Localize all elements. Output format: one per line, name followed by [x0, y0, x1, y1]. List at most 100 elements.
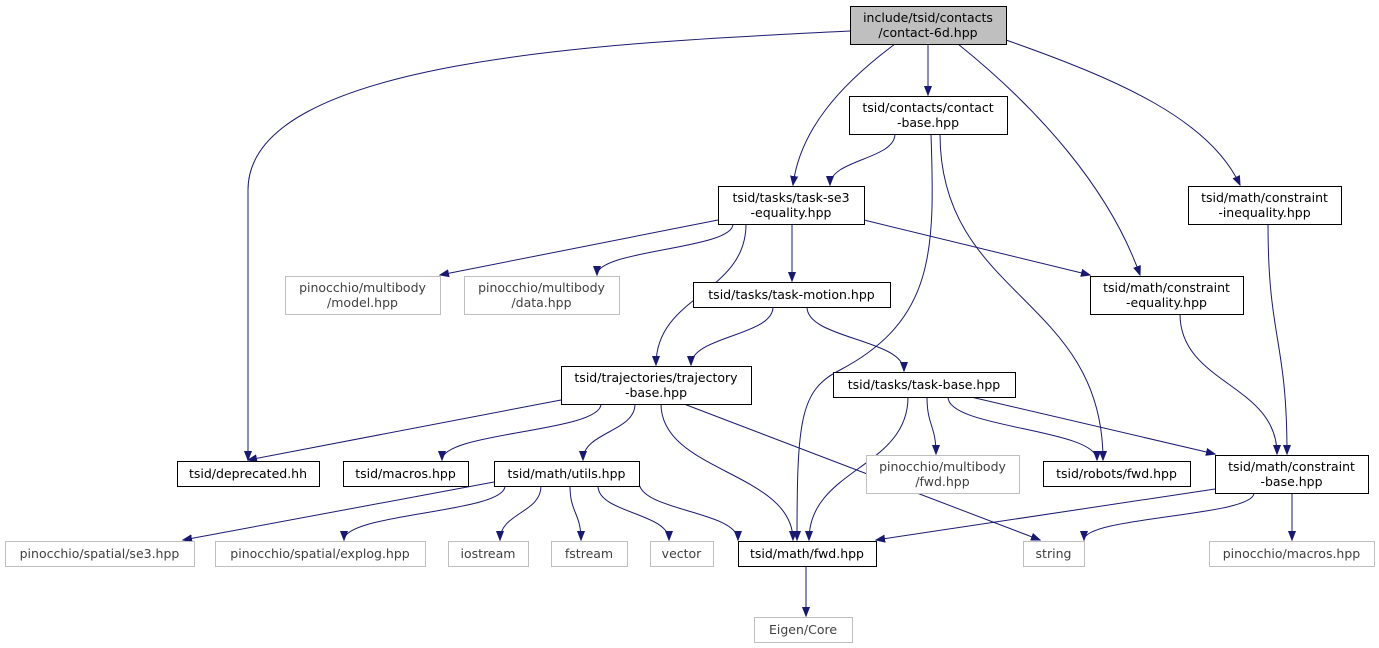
- node-label-line: tsid/math/constraint: [1228, 459, 1355, 474]
- node-root[interactable]: include/tsid/contacts/contact-6d.hpp: [850, 6, 1007, 45]
- edge-task_se3-to-pin_model: [440, 219, 719, 275]
- edge-task_base-to-pin_fwd: [926, 396, 936, 454]
- node-label-line: pinocchio/multibody: [879, 459, 1006, 474]
- node-box: [551, 541, 628, 567]
- edge-root-to-deprecated: [248, 30, 851, 460]
- edge-root-to-constraint_ineq: [1005, 39, 1240, 185]
- node-label-line: pinocchio/spatial/explog.hpp: [230, 546, 409, 561]
- node-label-line: tsid/tasks/task-base.hpp: [848, 377, 1001, 392]
- node-traj-base[interactable]: tsid/trajectories/trajectory-base.hpp: [561, 366, 752, 405]
- node-box: [738, 541, 877, 567]
- nodes-layer: include/tsid/contacts/contact-6d.hpp tsid…: [5, 6, 1375, 643]
- edge-task_se3-to-constraint_eq: [863, 219, 1090, 275]
- edge-utils-to-iostream: [500, 485, 542, 540]
- node-label-line: tsid/tasks/task-se3: [732, 190, 849, 205]
- node-label-line: -equality.hpp: [1126, 295, 1207, 310]
- node-box: [1188, 186, 1342, 225]
- edge-utils-to-pin_explog: [344, 485, 506, 540]
- node-contact-base[interactable]: tsid/contacts/contact-base.hpp: [849, 96, 1008, 135]
- node-box: [754, 617, 853, 643]
- node-constraint-eq[interactable]: tsid/math/constraint-equality.hpp: [1090, 276, 1244, 315]
- edge-contact_base-to-task_se3: [830, 133, 896, 185]
- node-label-line: -equality.hpp: [751, 205, 832, 220]
- node-label-line: tsid/deprecated.hh: [189, 466, 307, 481]
- node-box: [464, 276, 620, 315]
- node-label-line: pinocchio/macros.hpp: [1223, 546, 1361, 561]
- node-math-fwd[interactable]: tsid/math/fwd.hpp: [738, 541, 877, 567]
- node-label-line: include/tsid/contacts: [863, 10, 993, 25]
- node-vector: vector: [650, 541, 714, 567]
- edge-utils-to-fstream: [569, 485, 581, 540]
- node-constraint-ineq[interactable]: tsid/math/constraint-inequality.hpp: [1188, 186, 1342, 225]
- edge-utils-to-vector: [597, 485, 669, 540]
- node-label-line: pinocchio/multibody: [478, 280, 605, 295]
- edge-constraint_ineq-to-constraint_base: [1267, 223, 1287, 454]
- node-task-se3[interactable]: tsid/tasks/task-se3-equality.hpp: [718, 186, 865, 225]
- edge-traj_base-to-string: [683, 403, 1040, 540]
- edges-layer: [183, 30, 1292, 616]
- node-label-line: pinocchio/multibody: [299, 280, 426, 295]
- node-label-line: /fwd.hpp: [915, 474, 969, 489]
- node-label-line: -base.hpp: [625, 385, 687, 400]
- node-label-line: vector: [662, 546, 703, 561]
- edge-constraint_base-to-string: [1084, 492, 1255, 540]
- node-label-line: tsid/contacts/contact: [862, 100, 993, 115]
- node-utils[interactable]: tsid/math/utils.hpp: [494, 461, 640, 487]
- node-box: [561, 366, 752, 405]
- node-label-line: tsid/math/fwd.hpp: [750, 546, 864, 561]
- node-box: [718, 186, 865, 225]
- node-box: [285, 276, 441, 315]
- node-eigen-core: Eigen/Core: [754, 617, 853, 643]
- edge-traj_base-to-deprecated: [248, 399, 562, 460]
- node-label-line: tsid/tasks/task-motion.hpp: [708, 287, 874, 302]
- node-label-line: tsid/math/constraint: [1201, 190, 1328, 205]
- node-robots-fwd[interactable]: tsid/robots/fwd.hpp: [1043, 461, 1191, 487]
- node-task-motion[interactable]: tsid/tasks/task-motion.hpp: [693, 282, 891, 308]
- node-label-line: Eigen/Core: [769, 622, 837, 637]
- node-label-line: -base.hpp: [1260, 474, 1322, 489]
- node-pin-fwd: pinocchio/multibody/fwd.hpp: [866, 455, 1020, 494]
- edge-task_se3-to-pin_data: [597, 223, 734, 275]
- node-label-line: tsid/robots/fwd.hpp: [1056, 466, 1177, 481]
- node-label-line: /model.hpp: [327, 295, 398, 310]
- node-label-line: pinocchio/spatial/se3.hpp: [20, 546, 180, 561]
- node-string: string: [1023, 541, 1085, 567]
- node-label-line: /contact-6d.hpp: [878, 25, 977, 40]
- edge-root-to-constraint_eq: [957, 43, 1140, 275]
- node-label-line: tsid/math/utils.hpp: [508, 466, 626, 481]
- node-constraint-base[interactable]: tsid/math/constraint-base.hpp: [1215, 455, 1369, 494]
- node-label-line: -base.hpp: [897, 115, 959, 130]
- node-deprecated[interactable]: tsid/deprecated.hh: [177, 461, 320, 487]
- edge-task_base-to-math_fwd: [809, 396, 909, 540]
- node-box: [1209, 541, 1375, 567]
- edge-traj_base-to-utils: [583, 403, 636, 460]
- node-pin-macros: pinocchio/macros.hpp: [1209, 541, 1375, 567]
- edge-task_base-to-constraint_base: [970, 396, 1215, 454]
- node-label-line: iostream: [461, 546, 516, 561]
- node-box: [1215, 455, 1369, 494]
- edge-traj_base-to-math_fwd: [660, 403, 793, 540]
- edge-task_motion-to-traj_base: [691, 306, 774, 365]
- node-label-line: tsid/macros.hpp: [355, 466, 456, 481]
- node-label-line: fstream: [565, 546, 613, 561]
- node-box: [343, 461, 469, 487]
- node-macros[interactable]: tsid/macros.hpp: [343, 461, 469, 487]
- node-box: [849, 96, 1008, 135]
- node-box: [1090, 276, 1244, 315]
- node-box: [1043, 461, 1191, 487]
- edge-contact_base-to-robots_fwd: [939, 133, 1103, 460]
- node-label-line: /data.hpp: [511, 295, 571, 310]
- node-task-base[interactable]: tsid/tasks/task-base.hpp: [833, 372, 1016, 398]
- node-pin-data: pinocchio/multibody/data.hpp: [464, 276, 620, 315]
- node-pin-model: pinocchio/multibody/model.hpp: [285, 276, 441, 315]
- node-box: [650, 541, 714, 567]
- node-box: [5, 541, 195, 567]
- node-box: [693, 282, 891, 308]
- node-box: [494, 461, 640, 487]
- node-box: [1023, 541, 1085, 567]
- edge-constraint_base-to-math_fwd: [876, 488, 1216, 540]
- edge-task_base-to-robots_fwd: [947, 396, 1097, 460]
- node-label-line: string: [1036, 546, 1072, 561]
- edge-contact_base-to-math_fwd: [797, 133, 933, 540]
